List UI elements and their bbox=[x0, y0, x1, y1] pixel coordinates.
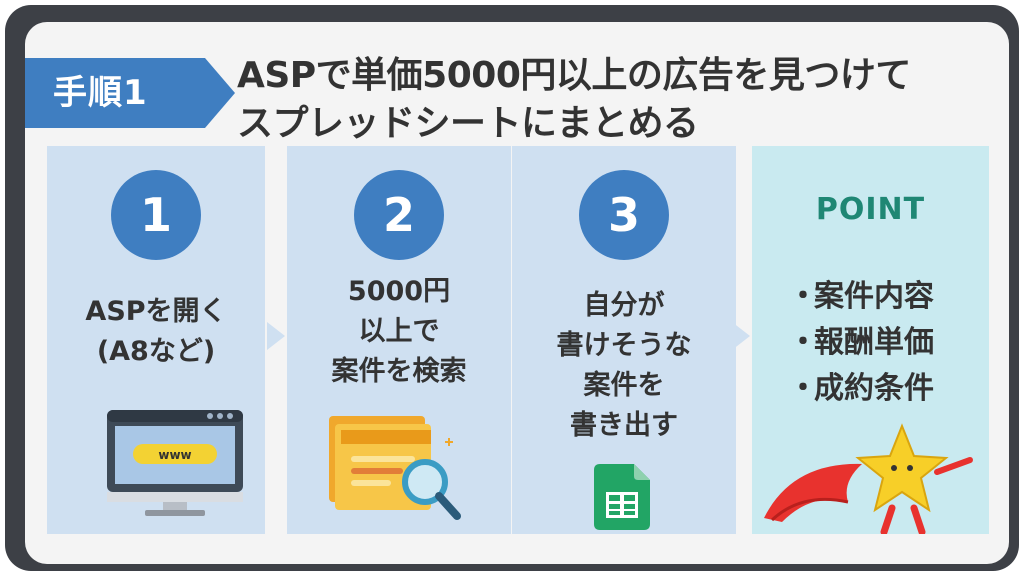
step-text-3: 自分が 書けそうな 案件を 書き出す bbox=[512, 286, 736, 446]
www-label: www bbox=[158, 448, 191, 462]
arrow-2-to-3 bbox=[492, 322, 510, 350]
title-line-2: スプレッドシートにまとめる bbox=[237, 103, 699, 144]
step-2-line-3: 案件を検索 bbox=[331, 356, 467, 387]
step-number-1: 1 bbox=[111, 170, 201, 260]
step-2-line-2: 以上で bbox=[358, 316, 440, 347]
point-item-2: ・報酬単価 bbox=[788, 320, 934, 366]
step-text-2: 5000円 以上で 案件を検索 bbox=[287, 272, 511, 392]
bullet: ・ bbox=[788, 279, 818, 314]
title-line-1: ASPで単価5000円以上の広告を見つけて bbox=[237, 55, 911, 96]
star-hero-icon bbox=[764, 423, 973, 534]
point-item-1: ・案件内容 bbox=[788, 274, 934, 320]
magnifier-document-icon bbox=[329, 416, 461, 520]
step-3-line-1: 自分が bbox=[583, 290, 665, 321]
step-card-2: 2 5000円 以上で 案件を検索 bbox=[287, 146, 511, 534]
step-text-1: ASPを開く (A8など) bbox=[47, 292, 265, 372]
step-number-3: 3 bbox=[579, 170, 669, 260]
step-2-line-1: 5000円 bbox=[347, 276, 451, 307]
point-item-label: 案件内容 bbox=[814, 279, 934, 314]
step-1-line-1: ASPを開く bbox=[85, 296, 227, 327]
step-number-2: 2 bbox=[354, 170, 444, 260]
point-card: POINT ・案件内容 ・報酬単価 ・成約条件 bbox=[752, 146, 989, 534]
bullet: ・ bbox=[788, 325, 818, 360]
step-card-3: 3 自分が 書けそうな 案件を 書き出す bbox=[512, 146, 736, 534]
outer-frame: 手順1 ASPで単価5000円以上の広告を見つけて スプレッドシートにまとめる … bbox=[5, 5, 1019, 571]
step-3-line-3: 案件を bbox=[583, 370, 665, 401]
point-title: POINT bbox=[815, 192, 926, 227]
point-item-label: 報酬単価 bbox=[814, 325, 934, 360]
content-panel: 手順1 ASPで単価5000円以上の広告を見つけて スプレッドシートにまとめる … bbox=[25, 22, 1009, 564]
step-3-line-4: 書き出す bbox=[570, 410, 678, 441]
point-item-label: 成約条件 bbox=[814, 371, 934, 406]
spreadsheet-icon bbox=[594, 464, 650, 530]
point-list: ・案件内容 ・報酬単価 ・成約条件 bbox=[788, 274, 934, 412]
arrow-1-to-2 bbox=[267, 322, 285, 350]
point-item-3: ・成約条件 bbox=[788, 366, 934, 412]
step-3-line-2: 書けそうな bbox=[556, 330, 692, 361]
step-badge: 手順1 bbox=[25, 58, 235, 128]
step-card-1: 1 ASPを開く (A8など) www bbox=[47, 146, 265, 534]
bullet: ・ bbox=[788, 371, 818, 406]
page-title: ASPで単価5000円以上の広告を見つけて スプレッドシートにまとめる bbox=[237, 52, 1009, 148]
step-1-line-2: (A8など) bbox=[96, 336, 216, 367]
browser-www-icon: www bbox=[107, 410, 243, 516]
arrow-3-to-point bbox=[732, 322, 750, 350]
